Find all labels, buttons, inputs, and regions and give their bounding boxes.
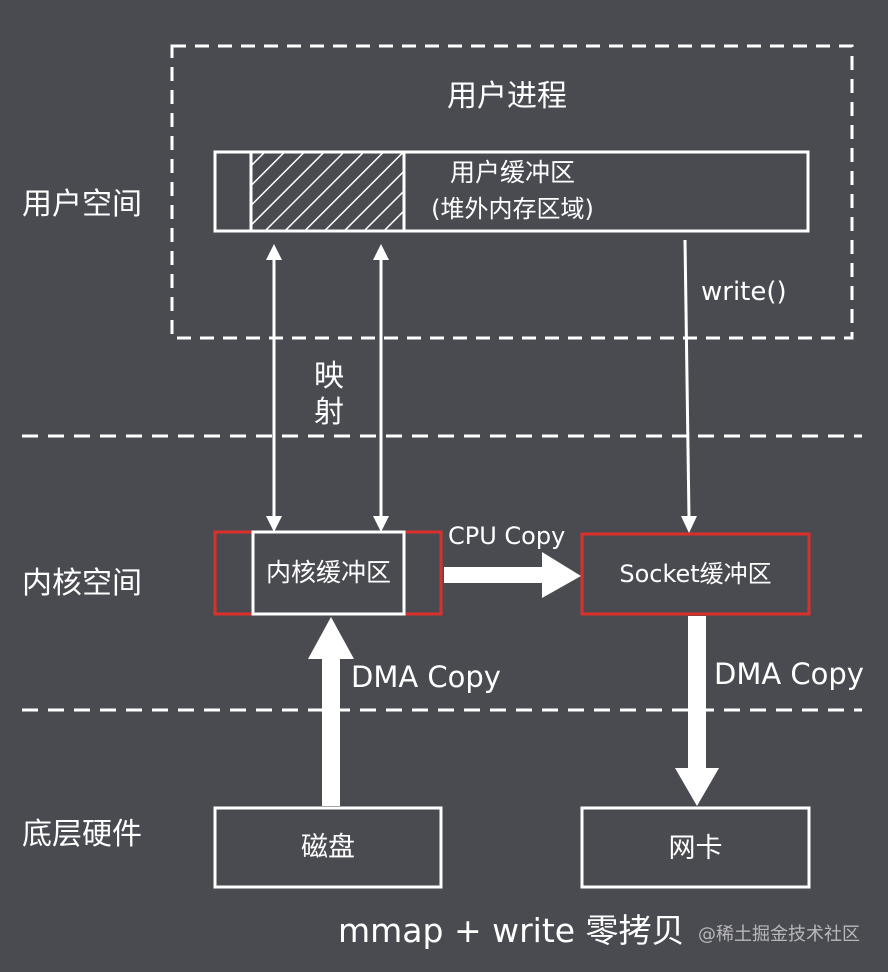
kernel-buffer-inner [251,530,406,616]
user-process-container [170,44,854,340]
diagram-caption: mmap + write 零拷贝 [338,911,685,950]
socket-buffer-box [580,532,811,616]
kernel-buffer-label: 内核缓冲区 [265,558,391,587]
watermark: @稀土掘金技术社区 [698,924,860,945]
user-space-label: 用户空间 [22,187,142,222]
disk-label: 磁盘 [301,832,355,863]
dma-copy-right-label: DMA Copy [714,657,864,691]
socket-buffer-label: Socket缓冲区 [619,560,772,588]
user-buffer-box [213,150,810,233]
mapping-arrow-right [373,244,389,532]
disk-box [213,806,443,889]
user-buffer-sublabel: (堆外内存区域) [431,195,594,223]
mapping-arrow-left [266,244,282,532]
nic-box [580,806,811,889]
write-arrow [681,239,697,533]
cpu-copy-label: CPU Copy [448,522,566,550]
dma-copy-down-arrow [675,616,719,806]
nic-label: 网卡 [668,833,723,864]
dma-copy-left-label: DMA Copy [351,660,501,694]
mapping-label-2: 射 [314,395,344,430]
user-process-title: 用户进程 [447,79,567,114]
user-buffer-label: 用户缓冲区 [449,158,575,187]
dma-copy-up-arrow [308,617,354,806]
hardware-label: 底层硬件 [22,817,142,852]
cpu-copy-arrow [444,552,581,598]
user-buffer-hatched-segment [249,150,406,233]
write-call-label: write() [701,277,787,307]
kernel-space-label: 内核空间 [22,566,142,601]
mapping-label-1: 映 [314,359,344,394]
